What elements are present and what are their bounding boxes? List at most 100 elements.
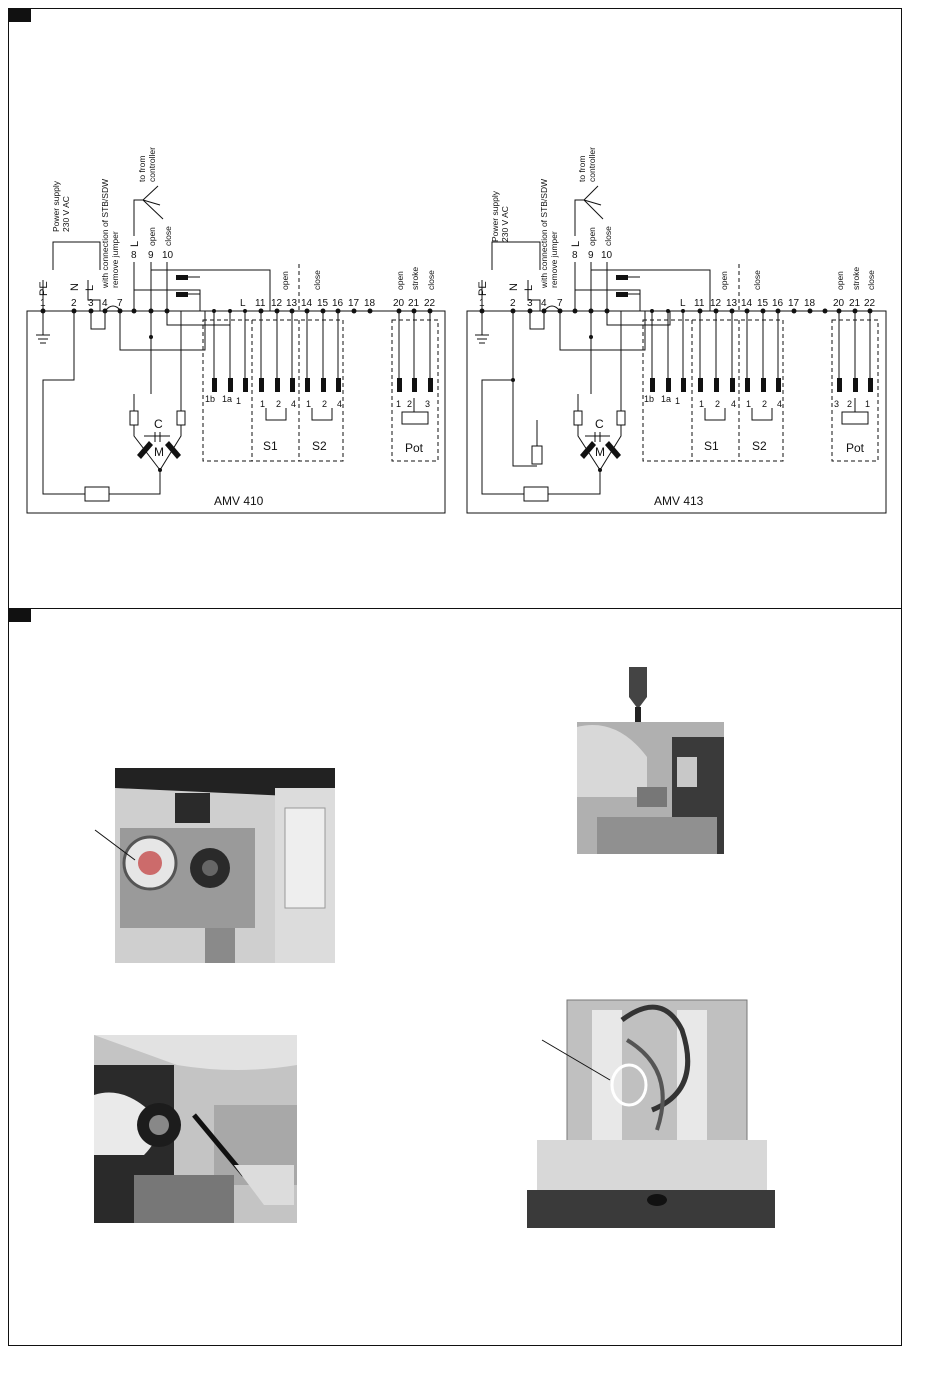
pot-pin-label: 2: [847, 399, 852, 409]
contact-label: 1b: [644, 394, 654, 404]
terminal-label: 16: [332, 298, 344, 309]
terminal-label: 17: [788, 298, 800, 309]
terminal-label: 9: [148, 250, 154, 261]
terminal-label: 13: [726, 298, 738, 309]
close-label: close: [603, 226, 613, 246]
terminal-label: 1: [40, 298, 46, 309]
terminal-label: 8: [131, 250, 137, 261]
s1-pin-label: 1: [699, 399, 704, 409]
pot-close-label: close: [426, 270, 436, 290]
l-mark: L: [240, 298, 246, 309]
terminal-label: 21: [849, 298, 861, 309]
pot-pin-label: 1: [865, 399, 870, 409]
terminal-label: 9: [588, 250, 594, 261]
s1-pin-label: 2: [276, 399, 281, 409]
s1-pin-label: 4: [731, 399, 736, 409]
terminal-label: 10: [162, 250, 174, 261]
pot-label: Pot: [846, 441, 865, 455]
pot-pin-label: 1: [396, 399, 401, 409]
close-label: close: [163, 226, 173, 246]
wiring-diagram-amv413: 1 2 3 4 7 8 9 10 11 12 13 14 15 16 17 18…: [466, 147, 887, 514]
terminal-label: 4: [102, 298, 108, 309]
pot-open-label: open: [395, 271, 405, 290]
to-from-label: to from: [137, 156, 147, 182]
terminal-label: 17: [348, 298, 360, 309]
terminal-label: 2: [71, 298, 77, 309]
l-label: L: [523, 285, 535, 291]
l-label: L: [84, 285, 96, 291]
terminal-label: 3: [88, 298, 94, 309]
n-label: N: [69, 283, 81, 291]
capacitor-label: C: [595, 417, 604, 431]
terminal-label: 4: [541, 298, 547, 309]
s2-pin-label: 4: [777, 399, 782, 409]
pot-pin-label: 2: [407, 399, 412, 409]
terminal-label: 11: [694, 298, 705, 309]
section-marker-top: [9, 9, 31, 22]
contact-label: 1a: [661, 394, 671, 404]
terminal-label: 14: [741, 298, 753, 309]
actuator-gear-housing-photo: [115, 768, 335, 963]
controller-label: controller: [587, 147, 597, 182]
s1-pin-label: 2: [715, 399, 720, 409]
remove-jumper-label: remove jumper: [549, 231, 559, 288]
s1-label: S1: [263, 439, 278, 453]
s2-pin-label: 2: [322, 399, 327, 409]
terminal-label: 2: [510, 298, 516, 309]
s1-pin-label: 4: [291, 399, 296, 409]
contact-label: 1: [675, 396, 680, 406]
s2-pin-label: 2: [762, 399, 767, 409]
wiring-diagram-amv410: 1 2 3 4 7 8 9 10 11 12 13 14 15 16 17 18…: [26, 147, 446, 514]
terminal-label: 7: [117, 298, 123, 309]
contact-label: 1b: [205, 394, 215, 404]
s2-pin-label: 1: [306, 399, 311, 409]
pot-pin-label: 3: [834, 399, 839, 409]
model-label: AMV 410: [214, 494, 264, 508]
terminal-label: 3: [527, 298, 533, 309]
pot-stroke-label: stroke: [851, 267, 861, 290]
terminal-label: 10: [601, 250, 613, 261]
pe-label: PE: [477, 281, 489, 296]
terminal-label: 13: [286, 298, 298, 309]
voltage-label: 230 V AC: [500, 206, 510, 242]
l-mark: L: [680, 298, 686, 309]
pot-pin-label: 3: [425, 399, 430, 409]
section-marker-bottom: [9, 609, 31, 622]
terminal-label: 20: [393, 298, 405, 309]
terminal-label: 14: [301, 298, 313, 309]
s2-pin-label: 4: [337, 399, 342, 409]
s1-open-label: open: [280, 271, 290, 290]
s1-label: S1: [704, 439, 719, 453]
terminal-label: 12: [710, 298, 722, 309]
terminal-label: 18: [804, 298, 816, 309]
terminal-label: 22: [424, 298, 436, 309]
s2-label: S2: [312, 439, 327, 453]
pot-label: Pot: [405, 441, 424, 455]
controller-label: controller: [147, 147, 157, 182]
motor-label: M: [154, 445, 164, 459]
motor-label: M: [595, 445, 605, 459]
stb-label: with connection of STB/SDW: [100, 179, 110, 289]
s1-open-label: open: [719, 271, 729, 290]
contact-label: 1a: [222, 394, 232, 404]
pot-close-label: close: [866, 270, 876, 290]
terminal-label: 15: [317, 298, 329, 309]
s2-close-label: close: [752, 270, 762, 290]
terminal-label: 22: [864, 298, 876, 309]
screwdriver-terminal-photo: [577, 667, 724, 854]
power-supply-label: Power supply: [51, 180, 61, 232]
pot-open-label: open: [835, 271, 845, 290]
model-label: AMV 413: [654, 494, 704, 508]
s2-close-label: close: [312, 270, 322, 290]
to-from-label: to from: [577, 156, 587, 182]
terminal-label: 8: [572, 250, 578, 261]
s2-pin-label: 1: [746, 399, 751, 409]
voltage-label: 230 V AC: [61, 196, 71, 232]
open-label: open: [587, 227, 597, 246]
n-label: N: [508, 283, 520, 291]
terminal-label: 15: [757, 298, 769, 309]
terminal-label: 21: [408, 298, 420, 309]
terminal-label: 18: [364, 298, 376, 309]
s1-pin-label: 1: [260, 399, 265, 409]
